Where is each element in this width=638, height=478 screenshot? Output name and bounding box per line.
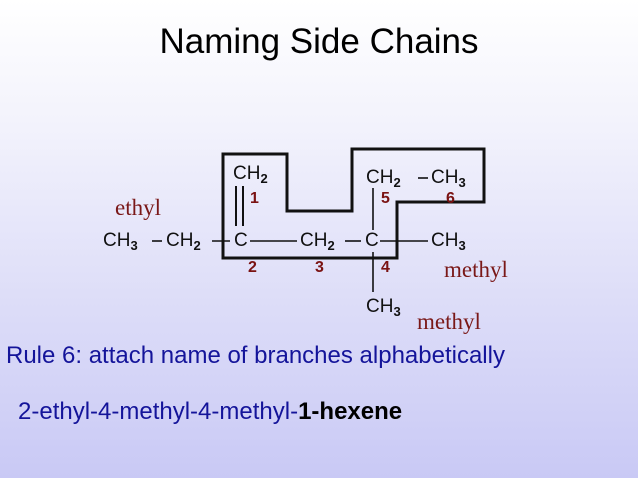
carbon-number-1: 1 <box>250 190 259 207</box>
ch2-carbon-5: CH2 <box>366 167 401 190</box>
carbon-number-4: 4 <box>381 259 390 276</box>
carbon-2: C <box>234 230 248 251</box>
ch2-carbon-1: CH2 <box>233 163 268 186</box>
label-methyl-bottom: methyl <box>417 309 481 334</box>
ch2-carbon-3: CH2 <box>300 230 335 253</box>
rule-text: Rule 6: attach name of branches alphabet… <box>6 342 505 369</box>
iupac-name: 2-ethyl-4-methyl-4-methyl-1-hexene <box>18 398 402 426</box>
carbon-number-3: 3 <box>315 259 324 276</box>
ch3-methyl-bottom: CH3 <box>366 296 401 319</box>
slide-title: Naming Side Chains <box>159 22 479 61</box>
label-methyl-right: methyl <box>444 257 508 282</box>
label-ethyl: ethyl <box>115 195 161 220</box>
iupac-parent: 1-hexene <box>298 398 403 425</box>
carbon-4: C <box>365 230 379 251</box>
carbon-number-6: 6 <box>446 190 455 207</box>
carbon-number-5: 5 <box>381 190 390 207</box>
main-chain-bracket <box>221 147 486 260</box>
ch3-ethyl: CH3 <box>103 230 138 253</box>
ch3-methyl-right: CH3 <box>431 230 466 253</box>
iupac-prefix: 2-ethyl-4-methyl-4-methyl- <box>18 398 299 425</box>
carbon-number-2: 2 <box>248 259 257 276</box>
ch2-ethyl: CH2 <box>166 230 201 253</box>
ch3-carbon-6: CH3 <box>431 167 466 190</box>
